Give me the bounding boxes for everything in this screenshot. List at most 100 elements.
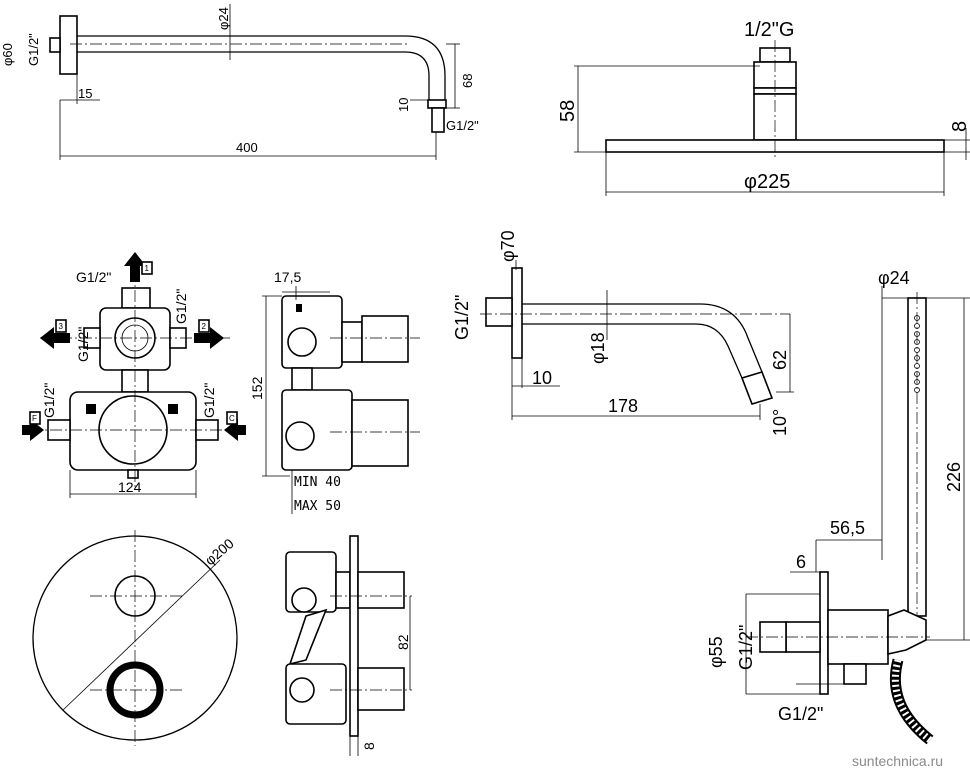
mixer-upper-left-thread: G1/2" xyxy=(75,327,91,362)
cover-plate-side-view: 82 8 xyxy=(285,535,412,756)
hs-outlet-dia-label: φ55 xyxy=(706,636,726,668)
port-2-label: 2 xyxy=(202,322,207,331)
arm-wall-flange xyxy=(59,15,78,75)
spout-pipe-top xyxy=(522,303,763,373)
arrow-right-icon xyxy=(194,327,224,349)
hs-nozzle xyxy=(914,379,920,385)
hs-nozzle xyxy=(914,363,920,369)
spout-flange-thick-label: 10 xyxy=(532,368,552,388)
head-height-label: 58 xyxy=(557,100,579,122)
mixer-lower-left-thread: G1/2" xyxy=(41,383,57,418)
side-height-label: 152 xyxy=(249,376,265,400)
cps-spacing-label: 82 xyxy=(395,634,411,650)
mixer-top-thread: G1/2" xyxy=(76,269,111,285)
hs-outlet-thread-label: G1/2" xyxy=(736,625,756,670)
hs-hose-rings xyxy=(891,659,933,743)
side-lower-cartridge xyxy=(351,399,409,467)
side-neck xyxy=(291,367,313,391)
hs-dia-label: φ24 xyxy=(878,268,910,288)
arrow-left-icon xyxy=(40,327,70,349)
cps-upper-knob xyxy=(357,571,405,609)
hs-nozzle xyxy=(914,323,920,329)
side-min-label: MIN 40 xyxy=(294,475,341,490)
mixer-side-view: 17,5 152 MIN 40 MAX 50 xyxy=(249,269,420,514)
hs-nozzles xyxy=(914,315,920,393)
cps-thick-label: 8 xyxy=(361,742,377,750)
port-1-tag xyxy=(141,261,153,275)
hs-nozzle xyxy=(914,339,920,345)
spout-inlet xyxy=(485,297,513,327)
side-top-label: 17,5 xyxy=(274,269,301,285)
plate-dia-leader xyxy=(62,559,221,711)
arm-drop-label: 68 xyxy=(460,74,475,88)
side-upper-collar xyxy=(341,321,363,363)
port-c-tag xyxy=(226,411,238,425)
mixer-width-label: 124 xyxy=(118,479,142,495)
side-upper-port xyxy=(287,327,317,357)
mixer-top-right-thread: G1/2" xyxy=(173,289,189,324)
head-diameter-label: φ225 xyxy=(744,171,790,193)
port-3-tag xyxy=(55,319,67,333)
side-upper-cartridge xyxy=(361,315,409,363)
hs-bottom-thread-label: G1/2" xyxy=(778,704,823,724)
cover-plate-front-view: φ200 xyxy=(32,530,238,746)
spout-thread-label: G1/2" xyxy=(452,295,472,340)
mixer-top-nipple xyxy=(121,287,151,309)
cps-lower-knob xyxy=(357,667,405,711)
mixer-front-view: 1 2 3 F C G1/2" G1/2" G1/2" G1/2" G1/2" … xyxy=(22,252,246,498)
arm-flange-dia-label: φ60 xyxy=(0,43,15,66)
hs-bottom-outlet xyxy=(843,663,867,685)
port-c-label: C xyxy=(229,414,235,423)
hand-shower-view: φ24 226 56,5 6 φ55 G1/2" G1/2" xyxy=(706,268,970,745)
hs-offset-label: 56,5 xyxy=(830,518,865,538)
spout-pipe-dia-label: φ18 xyxy=(588,332,608,364)
arrow-up-icon xyxy=(124,252,146,282)
arrow-in-c-icon xyxy=(224,419,246,441)
arrow-in-f-icon xyxy=(22,419,44,441)
spout-pipe-bottom xyxy=(522,323,743,379)
hs-plate-label: 6 xyxy=(796,552,806,572)
side-clip xyxy=(296,304,302,312)
spout-length-label: 178 xyxy=(608,396,638,416)
side-lower-port xyxy=(285,421,315,451)
head-thread-label: 1/2"G xyxy=(744,19,794,41)
mixer-lower-right-thread: G1/2" xyxy=(201,383,217,418)
port-1-label: 1 xyxy=(145,264,150,273)
arm-nipple-label: 10 xyxy=(396,98,411,112)
hs-holder-cup xyxy=(887,609,927,655)
port-2-tag xyxy=(198,319,210,333)
spout-drop-label: 62 xyxy=(770,350,790,370)
arm-end-thread xyxy=(431,107,445,133)
cps-upper-port xyxy=(291,587,317,613)
port-3-label: 3 xyxy=(59,322,64,331)
hs-length-label: 226 xyxy=(944,462,964,492)
port-f-tag xyxy=(29,411,41,425)
side-max-label: MAX 50 xyxy=(294,499,341,514)
shower-arm-view: φ60 G1/2" φ24 15 68 10 G1/2" 400 xyxy=(0,4,479,160)
spout-flange xyxy=(511,267,523,359)
shower-head-view: 1/2"G 58 8 φ225 xyxy=(557,19,970,196)
hs-wall-plate xyxy=(819,571,829,695)
arm-length-label: 400 xyxy=(236,140,258,155)
port-f-label: F xyxy=(32,414,37,423)
cps-bracket xyxy=(288,608,328,666)
spout-tip xyxy=(740,371,774,405)
spout-angle-label: 10° xyxy=(770,409,790,436)
arm-end-collar xyxy=(427,99,447,109)
wall-spout-view: G1/2" φ70 φ18 10 178 62 10° xyxy=(452,230,794,436)
hs-nozzle xyxy=(914,331,920,337)
hs-nozzle xyxy=(914,387,920,393)
arm-thread-left-label: G1/2" xyxy=(26,33,41,66)
hs-nozzle xyxy=(914,371,920,377)
watermark: suntechnica.ru xyxy=(852,753,943,769)
arm-inlet-nipple xyxy=(49,37,61,53)
hs-nozzle xyxy=(914,315,920,321)
cps-upper-collar xyxy=(335,571,351,609)
mixer-screw-1 xyxy=(86,404,96,414)
plate-dia-label: φ200 xyxy=(202,535,237,568)
spout-flange-dia-label: φ70 xyxy=(498,230,518,262)
hs-nozzle xyxy=(914,347,920,353)
head-thick-label: 8 xyxy=(949,121,970,132)
arm-flange-thick-label: 15 xyxy=(78,86,92,101)
